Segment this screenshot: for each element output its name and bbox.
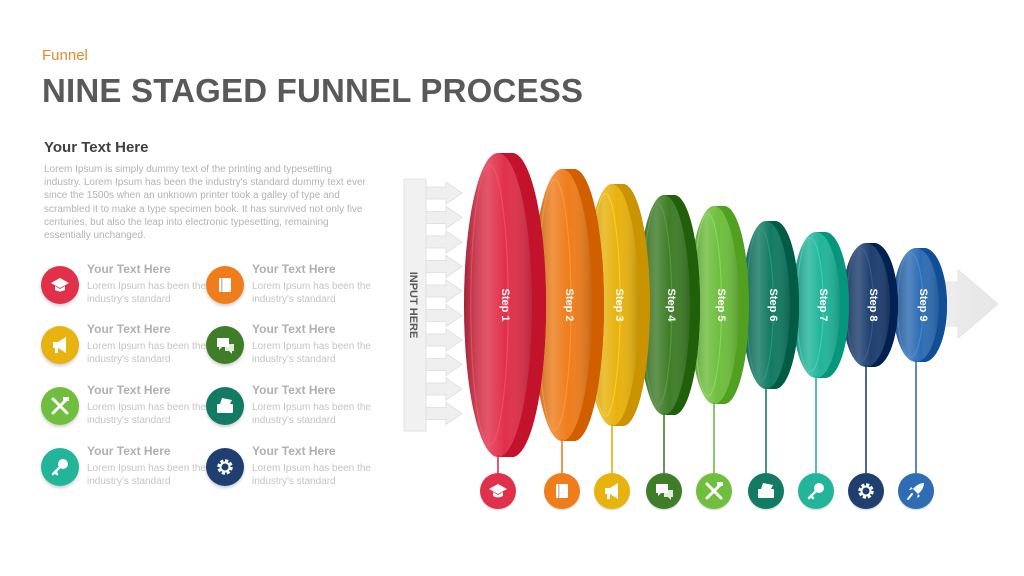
graduation-cap-icon [480,473,516,511]
funnel-step-8: Step 8 [842,243,898,367]
step-label: Step 6 [767,288,779,321]
text-item-heading: Your Text Here [252,262,336,276]
cash-register-icon [748,473,784,511]
text-item-body: Lorem Ipsum has been the industry's stan… [87,402,206,426]
intro-heading: Your Text Here [44,139,149,156]
text-item-heading: Your Text Here [87,262,171,276]
megaphone-icon [594,473,630,511]
funnel-step-2: Step 2 [532,169,604,441]
text-item-heading: Your Text Here [87,444,171,458]
funnel-step-9: Step 9 [893,248,947,362]
text-item-body: Lorem Ipsum has been the industry's stan… [87,463,206,487]
chat-bubbles-icon [206,326,244,364]
text-item-heading: Your Text Here [252,383,336,397]
graduation-cap-icon [41,266,79,304]
step-label: Step 5 [715,288,727,321]
text-item-body: Lorem Ipsum has been the industry's stan… [87,341,206,365]
funnel-step-5: Step 5 [689,206,749,404]
input-arrow [425,230,463,254]
input-label: INPUT HERE [407,272,419,339]
text-item-body: Lorem Ipsum has been the industry's stan… [87,281,206,305]
funnel-step-4: Step 4 [638,195,700,415]
input-arrow [425,401,463,426]
text-item-heading: Your Text Here [87,322,171,336]
input-arrow [425,181,463,205]
text-item-body: Lorem Ipsum has been the industry's stan… [252,402,371,426]
input-arrow [425,328,463,352]
input-bar [403,178,427,432]
tools-icon [696,473,732,511]
text-item-body: Lorem Ipsum has been the industry's stan… [252,463,371,487]
slide-title: NINE STAGED FUNNEL PROCESS [42,72,584,109]
key-icon [41,448,79,486]
step-label: Step 3 [613,288,625,321]
step-label: Step 2 [563,288,575,321]
input-arrow [425,254,463,279]
input-arrow [425,205,463,230]
input-arrow [425,377,463,401]
step-label: Step 7 [817,288,829,321]
book-icon [206,266,244,304]
key-icon [798,473,834,511]
book-icon [544,473,580,511]
eyebrow-label: Funnel [42,47,88,64]
cash-register-icon [206,387,244,425]
step-label: Step 4 [665,288,677,322]
text-item-heading: Your Text Here [252,444,336,458]
text-item-body: Lorem Ipsum has been the industry's stan… [252,341,371,365]
input-arrow [425,352,463,377]
chat-bubbles-icon [646,473,682,511]
gear-icon [848,473,884,511]
text-item-body: Lorem Ipsum has been the industry's stan… [252,281,371,305]
intro-body: Lorem Ipsum is simply dummy text of the … [44,164,366,242]
funnel-step-1: Step 1 [464,153,546,457]
funnel-step-7: Step 7 [792,232,849,378]
gear-icon [206,448,244,486]
text-item-heading: Your Text Here [252,322,336,336]
text-item-heading: Your Text Here [87,383,171,397]
step-label: Step 8 [867,288,879,321]
rocket-icon [898,473,934,511]
input-arrow [425,303,463,328]
input-arrow [425,279,463,303]
megaphone-icon [41,326,79,364]
step-label: Step 1 [499,288,511,321]
tools-icon [41,387,79,425]
step-label: Step 9 [917,288,929,321]
funnel-step-6: Step 6 [742,221,799,389]
